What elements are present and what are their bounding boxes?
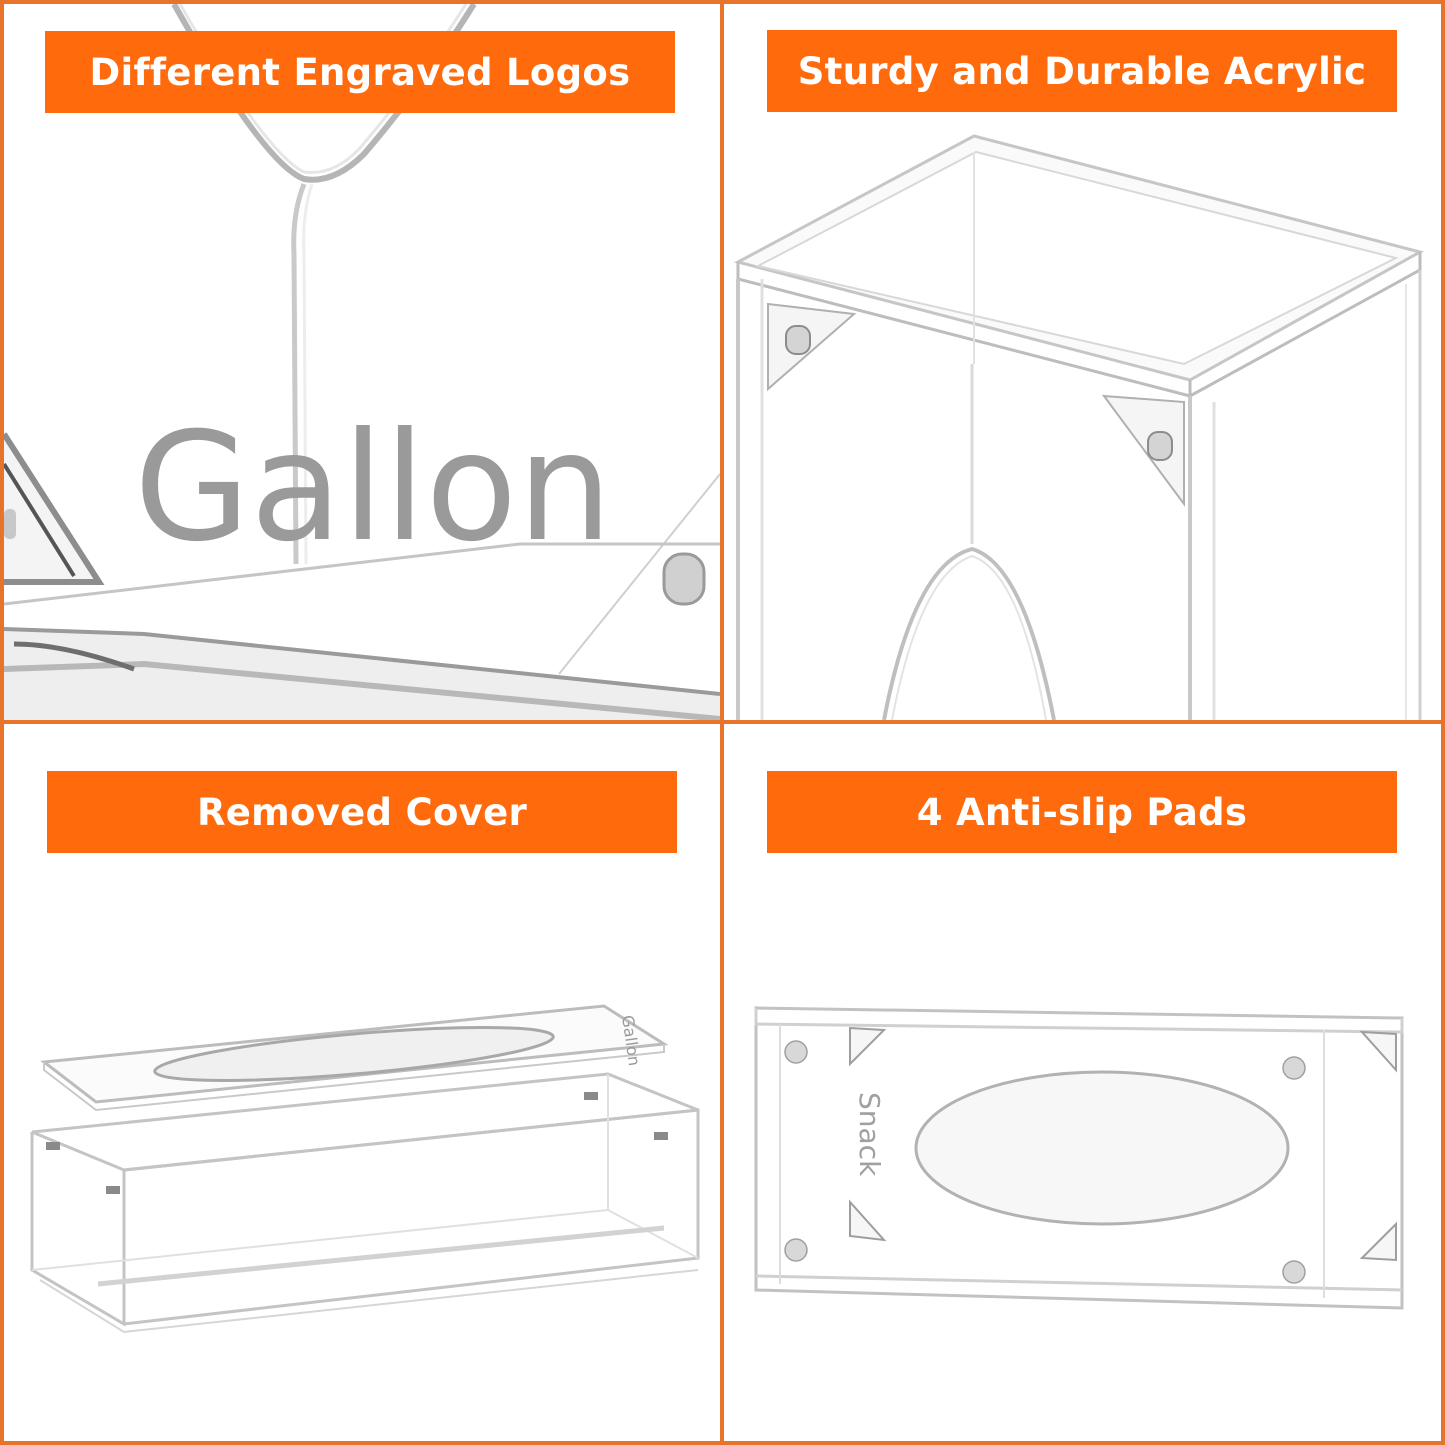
- acrylic-box-upright-illustration: [733, 134, 1425, 720]
- anti-slip-pad: [784, 1040, 808, 1064]
- engraved-logo-text: Snack: [853, 1092, 886, 1177]
- banner-engraved-logos: Different Engraved Logos: [45, 31, 675, 113]
- panel-anti-slip-pads: 4 Anti-slip Pads Snack: [724, 724, 1441, 1441]
- panel-removed-cover: Removed Cover Gallon: [4, 724, 720, 1441]
- banner-durable-acrylic: Sturdy and Durable Acrylic: [767, 30, 1397, 112]
- anti-slip-pad: [1282, 1056, 1306, 1080]
- tissue-box-underside-illustration: Snack: [754, 1006, 1404, 1310]
- panel-durable-acrylic: Sturdy and Durable Acrylic: [724, 4, 1441, 720]
- anti-slip-pad: [1282, 1260, 1306, 1284]
- banner-anti-slip-pads: 4 Anti-slip Pads: [767, 771, 1397, 853]
- anti-slip-pad: [784, 1238, 808, 1262]
- tissue-box-open-lid-illustration: Gallon: [30, 1004, 700, 1334]
- closeup-engraving-illustration: Gallon: [4, 4, 720, 720]
- lid-engraved-logo: Gallon: [618, 1014, 644, 1067]
- panel-engraved-logos: Different Engraved Logos Gallon: [4, 4, 720, 720]
- engraved-logo-text: Gallon: [134, 401, 612, 575]
- banner-removed-cover: Removed Cover: [47, 771, 677, 853]
